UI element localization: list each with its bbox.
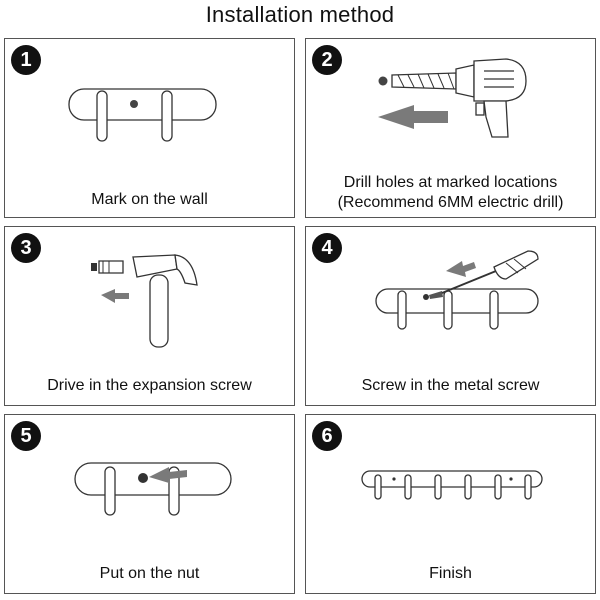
step-4-panel: 4 Screw in the metal screw xyxy=(305,226,596,406)
step-5-caption: Put on the nut xyxy=(99,565,200,582)
step-2-panel: 2 Drill holes at marked locations (Recom… xyxy=(305,38,596,218)
step-1-number: 1 xyxy=(11,45,41,75)
mark-wall-illustration xyxy=(68,88,217,142)
hammer-illustration xyxy=(91,254,198,348)
step-3-panel: 3 Drive in the expansion screw xyxy=(4,226,295,406)
step-5-number: 5 xyxy=(11,421,41,451)
step-6-panel: 6 Finish xyxy=(305,414,596,594)
step-2-number: 2 xyxy=(312,45,342,75)
electric-drill-illustration xyxy=(378,58,527,138)
step-2-caption-line2: (Recommend 6MM electric drill) xyxy=(337,194,564,211)
step-3-caption: Drive in the expansion screw xyxy=(47,377,252,394)
step-5-panel: 5 Put on the nut xyxy=(4,414,295,594)
step-4-number: 4 xyxy=(312,233,342,263)
step-6-caption: Finish xyxy=(429,565,472,582)
step-4-caption: Screw in the metal screw xyxy=(361,377,540,394)
nut-illustration xyxy=(74,462,232,516)
step-1-panel: 1 Mark on the wall xyxy=(4,38,295,218)
step-1-caption: Mark on the wall xyxy=(91,191,208,208)
step-3-number: 3 xyxy=(11,233,41,263)
screwdriver-illustration xyxy=(375,250,539,330)
step-6-number: 6 xyxy=(312,421,342,451)
finished-rack-illustration xyxy=(361,470,543,500)
page-title: Installation method xyxy=(205,2,395,27)
step-2-caption-line1: Drill holes at marked locations xyxy=(343,174,558,191)
